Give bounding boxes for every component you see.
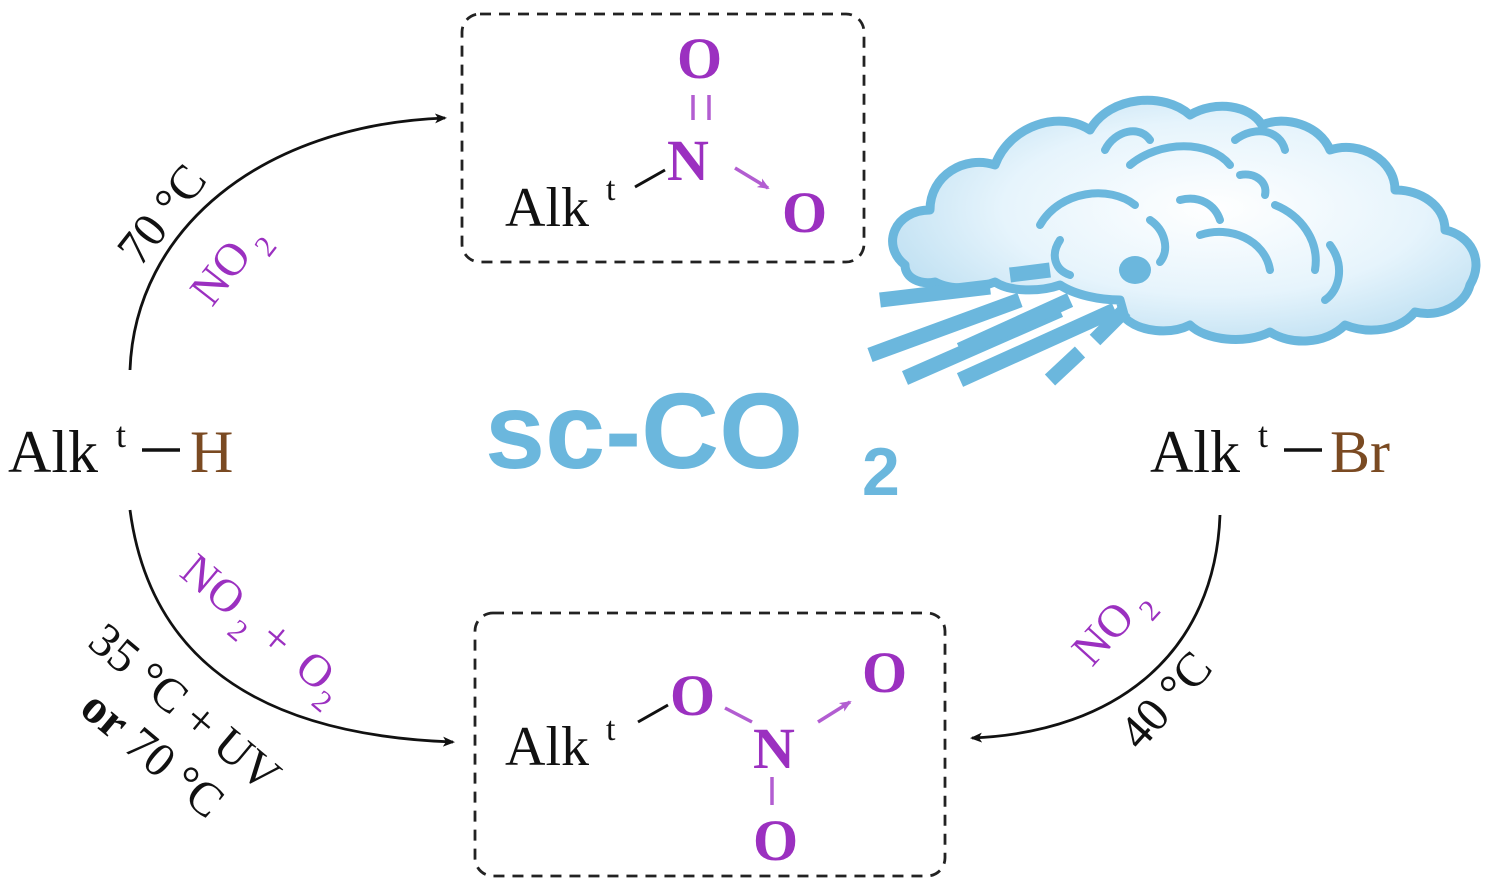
left-reactant: Alk t H [8, 415, 233, 485]
bottom-product-n: N [753, 716, 795, 781]
top-product-o-top: O [677, 26, 722, 91]
left-reactant-sup: t [116, 415, 126, 455]
bottom-product-o-bottom: O [753, 808, 798, 873]
top-product-sup: t [606, 171, 616, 208]
arrow-right [970, 514, 1222, 743]
bottom-product-sup: t [606, 711, 616, 748]
arrow-top-left [128, 113, 447, 371]
bottom-product: Alk t O N O O [505, 640, 907, 873]
bottom-product-alk: Alk [505, 716, 589, 778]
cloud-icon [888, 95, 1481, 346]
solvent-label: sc-CO 2 [485, 370, 900, 510]
top-product-n: N [667, 128, 709, 193]
arrow-bottom-left [128, 509, 455, 747]
solvent-text: sc-CO [485, 370, 803, 491]
cloud-illustration [867, 95, 1481, 387]
bottom-product-box [473, 611, 947, 878]
right-reactant-sup: t [1258, 415, 1268, 455]
bottom-product-o-left: O [670, 663, 715, 728]
right-reagent: NO [1062, 591, 1144, 675]
top-product-o-right: O [782, 180, 827, 245]
right-reactant: Alk t Br [1150, 415, 1390, 485]
right-reactant-alk: Alk [1150, 419, 1240, 485]
left-reactant-atom: H [190, 419, 233, 485]
left-reactant-alk: Alk [8, 419, 98, 485]
top-product-box [460, 12, 866, 264]
top-product: Alk t N O O [505, 26, 827, 245]
arrow-bottom-left-labels: NO 2 + O 2 35 °C + UV or 70 °C [71, 544, 345, 829]
arrow-top-left-labels: 70 °C NO 2 [107, 155, 283, 315]
solvent-subscript: 2 [862, 434, 900, 510]
bottom-product-o-right: O [862, 640, 907, 705]
arrow-right-labels: NO 2 40 °C [1062, 591, 1223, 759]
right-reactant-atom: Br [1330, 419, 1390, 485]
top-product-alk: Alk [505, 177, 589, 239]
